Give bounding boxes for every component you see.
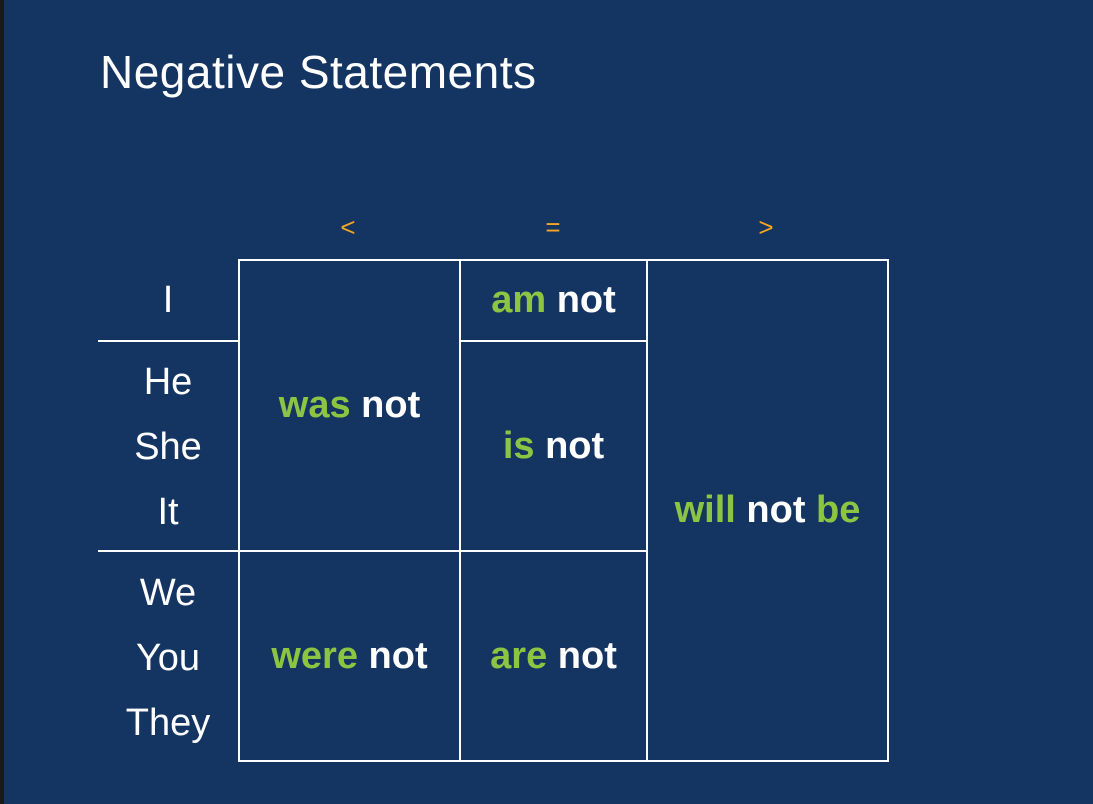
verb-am: am — [491, 279, 547, 321]
row-divider-1 — [98, 340, 238, 342]
pronoun-it: It — [157, 491, 179, 533]
verb-is: is — [502, 424, 535, 467]
pronoun-you: You — [135, 637, 201, 679]
neg-not: not — [746, 489, 806, 531]
slide: Negative Statements < = > I He She It We… — [4, 0, 1093, 804]
cell-was-not: was not — [240, 261, 459, 550]
verb-were: were — [271, 634, 358, 677]
neg-not: not — [545, 424, 605, 467]
pronoun-group-plural: We You They — [98, 561, 238, 756]
col-divider-4 — [887, 259, 889, 762]
pronoun-they: They — [125, 702, 211, 744]
pronoun-we: We — [139, 572, 197, 614]
neg-not: not — [557, 634, 617, 677]
cell-were-not: were not — [240, 552, 459, 760]
cell-will-not-be: will not be — [648, 261, 887, 760]
pronoun-she: She — [134, 426, 202, 468]
cell-are-not: are not — [461, 552, 646, 760]
pronoun-group-first-person: I — [98, 268, 238, 333]
future-symbol: > — [758, 212, 774, 242]
neg-not: not — [361, 384, 421, 426]
pronoun-i: I — [162, 279, 174, 321]
pronoun-group-third-singular: He She It — [98, 350, 238, 545]
verb-was: was — [278, 384, 351, 426]
row-divider-2 — [98, 550, 646, 552]
aux-be: be — [816, 489, 861, 531]
pronoun-he: He — [143, 361, 193, 403]
col-divider-3 — [646, 259, 648, 762]
past-symbol: < — [340, 212, 356, 242]
table-top-border — [238, 259, 889, 261]
cell-am-not: am not — [461, 261, 646, 340]
col-divider-1 — [238, 259, 240, 762]
row-divider-1-present — [460, 340, 646, 342]
verb-are: are — [490, 634, 548, 677]
neg-not: not — [556, 279, 616, 321]
cell-is-not: is not — [461, 342, 646, 550]
present-symbol: = — [545, 212, 561, 242]
col-divider-2 — [459, 259, 461, 762]
table-bottom-border — [238, 760, 889, 762]
verb-will: will — [674, 489, 736, 531]
neg-not: not — [368, 634, 428, 677]
slide-title: Negative Statements — [100, 46, 537, 98]
